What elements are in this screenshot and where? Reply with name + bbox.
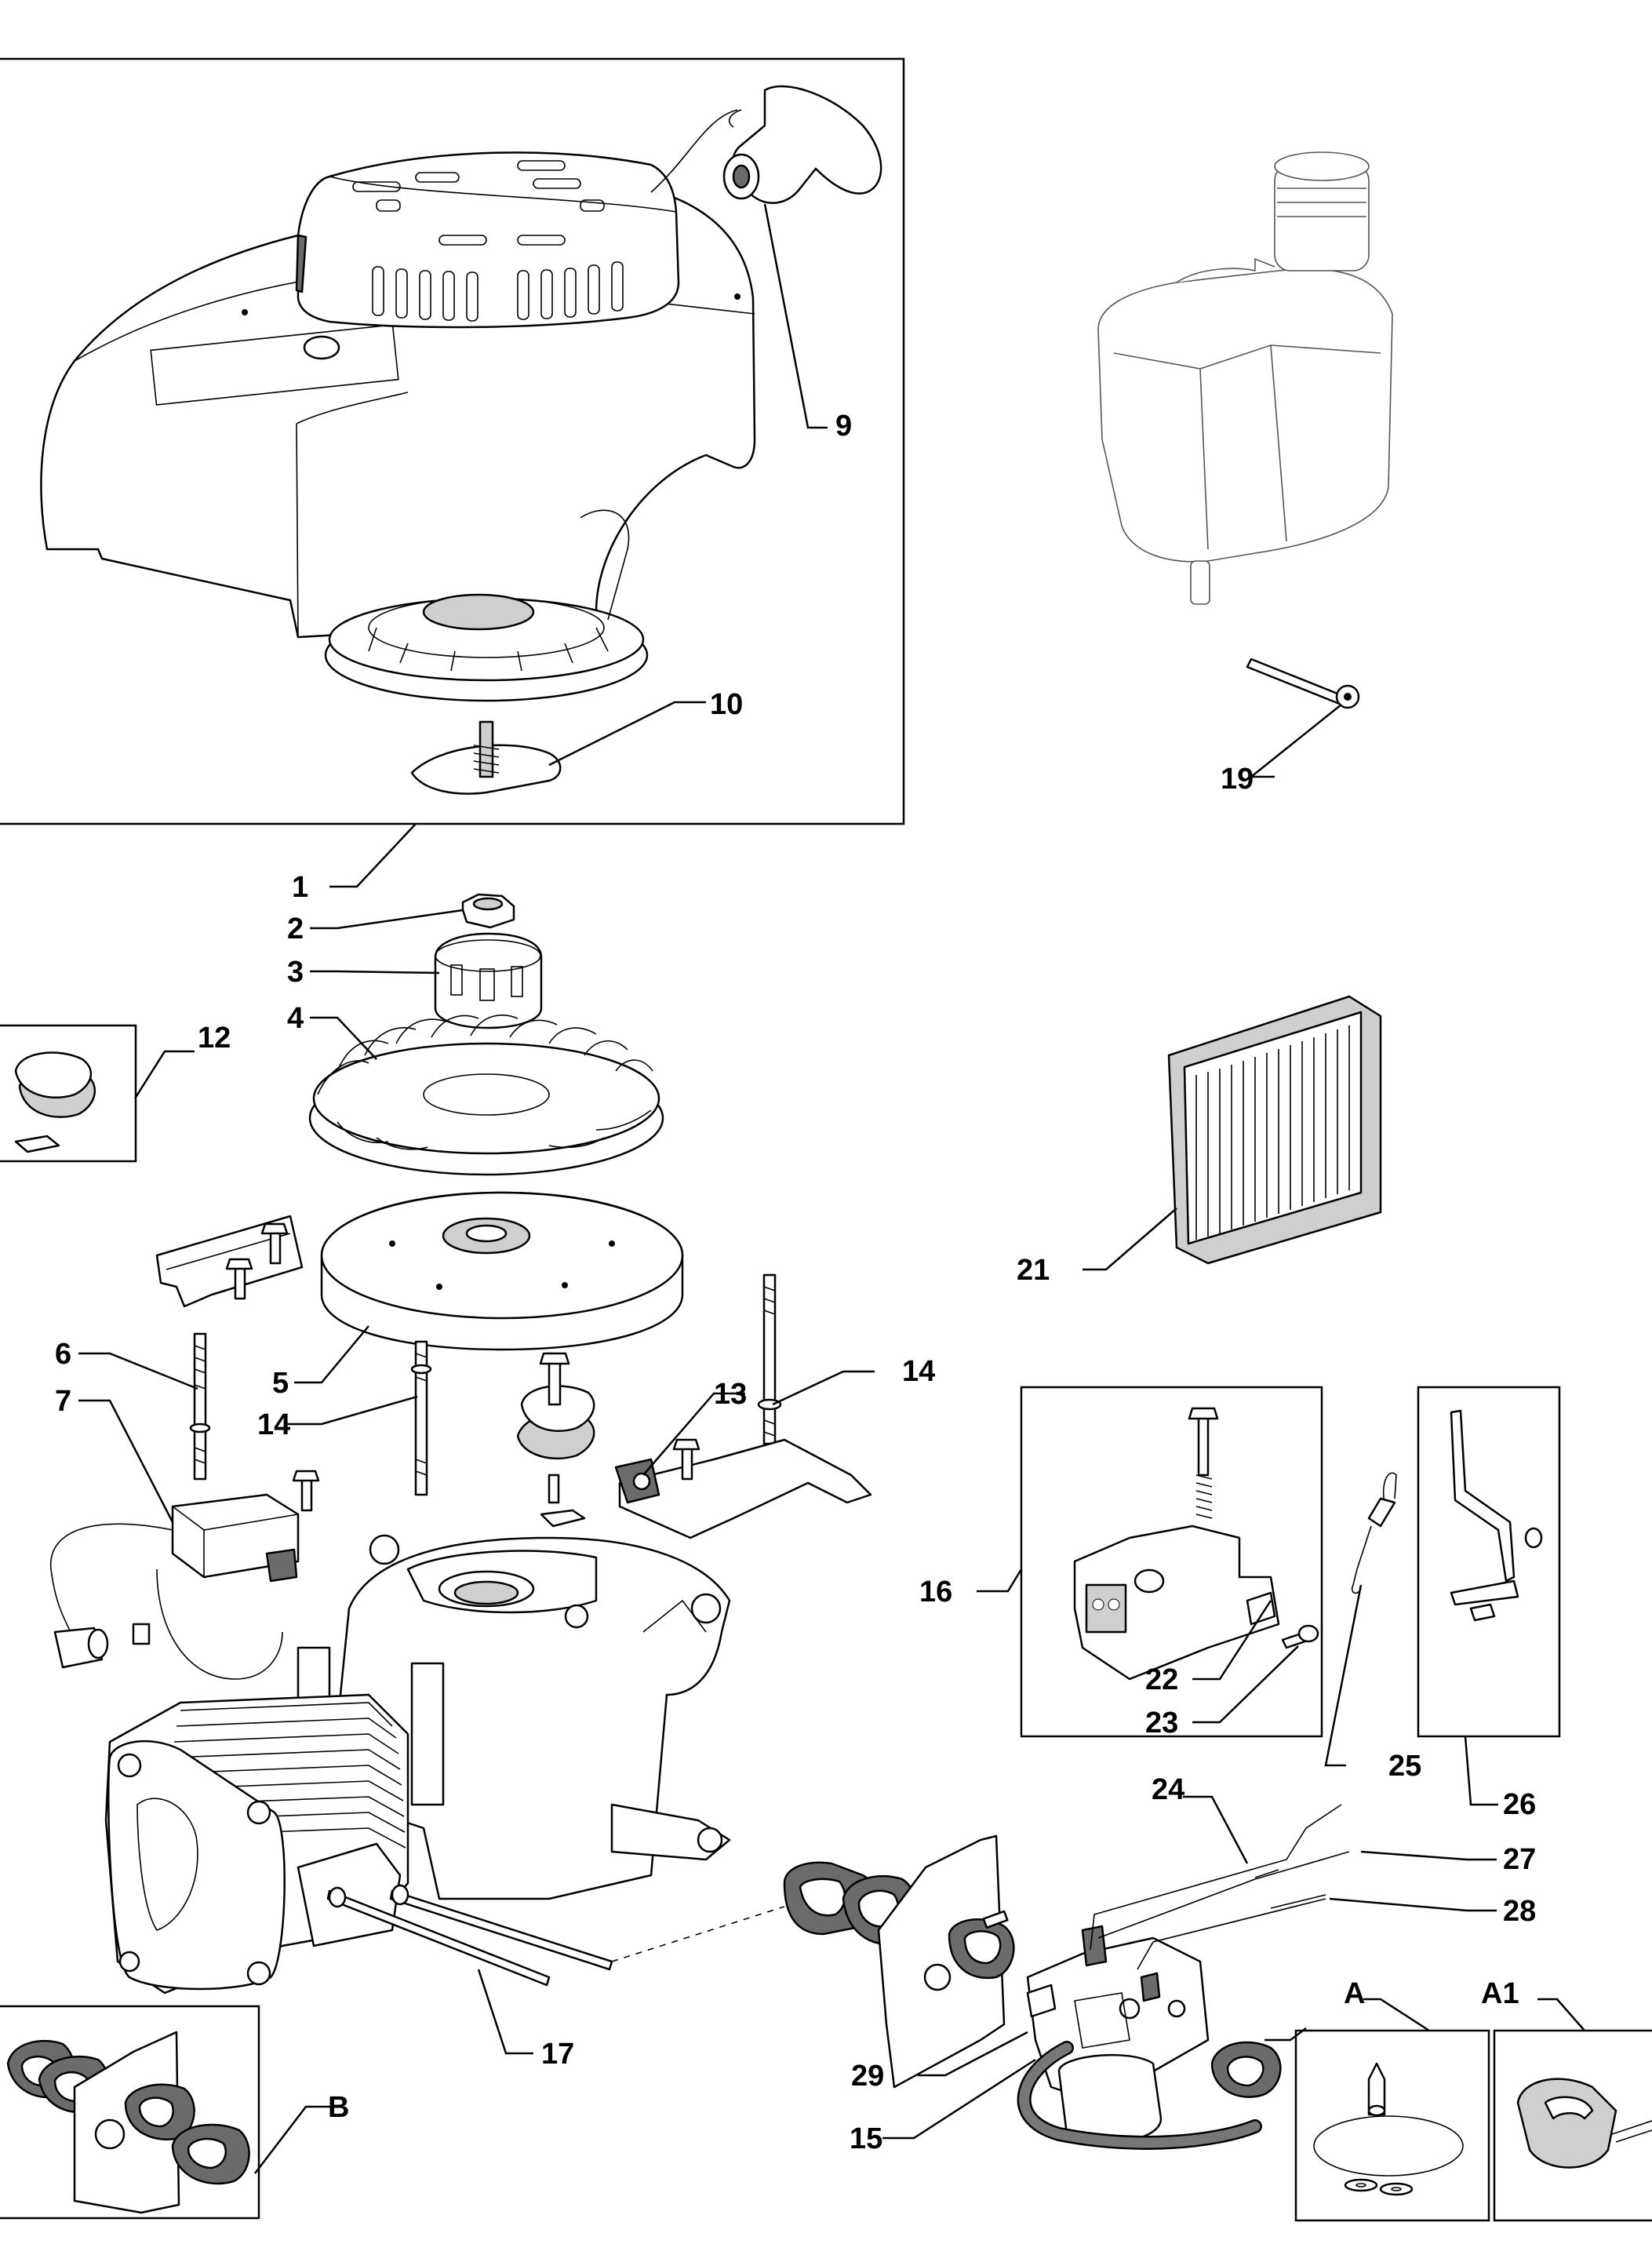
label-23: 23 — [1145, 1707, 1178, 1739]
part-labels: 9 10 19 1 2 3 4 12 21 6 5 13 14 7 14 16 … — [55, 410, 1536, 2155]
label-7: 7 — [55, 1385, 71, 1418]
cooling-fan — [308, 1015, 664, 1176]
starter-handle — [722, 85, 882, 204]
spring-link-28 — [1137, 1894, 1326, 1970]
label-5: 5 — [272, 1367, 289, 1400]
label-2: 2 — [287, 913, 304, 945]
label-15: 15 — [850, 2122, 882, 2155]
label-13: 13 — [714, 1378, 747, 1411]
throttle-rod-24 — [1090, 1804, 1342, 1951]
governor-bracket-16 — [1073, 1407, 1319, 1681]
kit-B-frame — [0, 2005, 260, 2220]
flywheel-nut — [461, 893, 515, 929]
kit-12-part — [14, 1051, 96, 1153]
recoil-starter-housing — [40, 109, 756, 702]
governor-arm — [1450, 1409, 1543, 1622]
fuel-hose — [1017, 2041, 1262, 2150]
starter-assembly-frame — [0, 57, 905, 825]
label-26: 26 — [1503, 1788, 1536, 1821]
label-6: 6 — [55, 1338, 71, 1371]
leader-lines — [78, 203, 1585, 2174]
label-16: 16 — [919, 1576, 952, 1608]
label-1: 1 — [292, 871, 308, 904]
kit-16-frame — [1020, 1386, 1323, 1738]
label-B: B — [328, 2091, 349, 2124]
flywheel — [320, 1191, 684, 1351]
label-A: A — [1344, 1977, 1365, 2010]
label-21: 21 — [1017, 1254, 1050, 1287]
kit-A1-parts — [1516, 2078, 1652, 2169]
label-27: 27 — [1503, 1843, 1536, 1876]
stud-bolt-6 — [189, 1332, 211, 1481]
label-10: 10 — [710, 688, 743, 721]
kit-B-gaskets — [6, 2031, 250, 2214]
governor-plate — [516, 1352, 595, 1528]
label-28: 28 — [1503, 1895, 1536, 1928]
label-A1: A1 — [1481, 1977, 1519, 2010]
label-19: 19 — [1221, 763, 1254, 796]
tank-pin — [1246, 658, 1360, 709]
label-4: 4 — [287, 1002, 304, 1035]
fuel-tank — [1097, 151, 1393, 605]
intake-studs — [326, 1884, 613, 1987]
label-9: 9 — [835, 410, 852, 443]
ignition-coil — [50, 1470, 320, 1680]
label-17: 17 — [541, 2038, 574, 2071]
air-filter — [1167, 995, 1382, 1265]
cylinder-head — [104, 1693, 409, 1994]
label-25: 25 — [1388, 1750, 1421, 1783]
switch-bracket-13 — [614, 1438, 872, 1539]
label-3: 3 — [287, 956, 304, 989]
intake-gaskets — [783, 1834, 1015, 2089]
kit-26-frame — [1417, 1386, 1561, 1738]
label-24: 24 — [1152, 1773, 1184, 1806]
label-22: 22 — [1145, 1663, 1178, 1696]
carburetor — [1026, 1925, 1282, 2144]
label-14-right: 14 — [902, 1355, 935, 1388]
label-14-left: 14 — [257, 1408, 290, 1441]
kit-A-parts — [1313, 2062, 1464, 2196]
kit-12-frame — [0, 1024, 137, 1163]
kit-A-frame — [1294, 2029, 1490, 2222]
governor-spring — [1351, 1472, 1397, 1594]
kit-A1-frame — [1493, 2029, 1652, 2222]
stud-bolt-14 — [410, 1340, 432, 1496]
choke-rod-27 — [1097, 1851, 1350, 1939]
label-29: 29 — [851, 2060, 884, 2093]
label-12: 12 — [198, 1022, 231, 1055]
stud-bolt-14-right — [757, 1273, 782, 1445]
ignition-shield — [155, 1215, 304, 1308]
starter-pawl-plate — [410, 720, 562, 795]
starter-cup — [434, 932, 543, 1029]
